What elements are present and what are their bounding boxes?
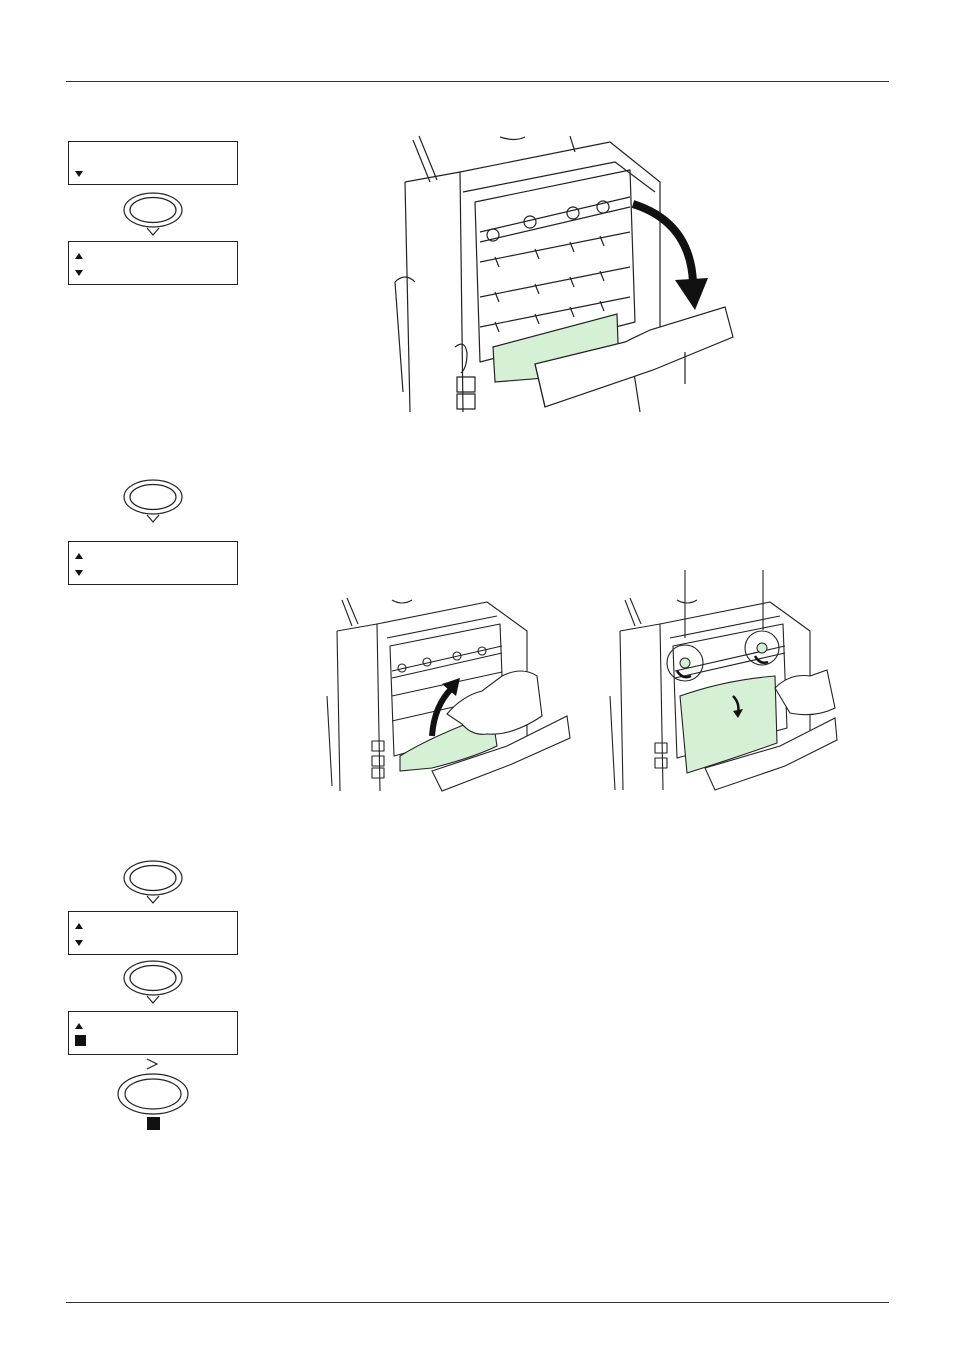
down-arrow-icon: [75, 270, 83, 276]
menu-key-2[interactable]: [120, 477, 186, 527]
chevron-down-icon: [146, 227, 160, 236]
up-arrow-icon: [75, 553, 83, 559]
menu-key-1[interactable]: [120, 190, 186, 240]
down-arrow-icon: [75, 570, 83, 576]
illus-open-rear-cover: [394, 135, 734, 413]
header-rule: [66, 81, 889, 82]
down-arrow-icon: [75, 171, 83, 177]
illus-remove-paper: [326, 597, 571, 792]
up-arrow-icon: [75, 1023, 83, 1029]
down-arrow-icon: [75, 940, 83, 946]
lcd-display-1: [68, 141, 238, 185]
chevron-down-icon: [146, 514, 160, 523]
footer-rule: [66, 1302, 889, 1303]
menu-key-3[interactable]: [120, 858, 186, 908]
up-arrow-icon: [75, 923, 83, 929]
illus-turn-knobs: [609, 570, 838, 791]
menu-key-4[interactable]: [120, 958, 186, 1008]
lcd-display-3: [68, 541, 238, 585]
enter-key[interactable]: [112, 1056, 194, 1134]
chevron-down-icon: [146, 895, 160, 904]
chevron-down-icon: [146, 995, 160, 1004]
chevron-right-icon: [146, 1058, 159, 1070]
lcd-display-2: [68, 241, 238, 285]
lcd-display-4: [68, 911, 238, 955]
stop-square-icon: [75, 1035, 86, 1046]
up-arrow-icon: [75, 253, 83, 259]
stop-square-icon: [147, 1117, 160, 1130]
lcd-display-5: [68, 1011, 238, 1055]
